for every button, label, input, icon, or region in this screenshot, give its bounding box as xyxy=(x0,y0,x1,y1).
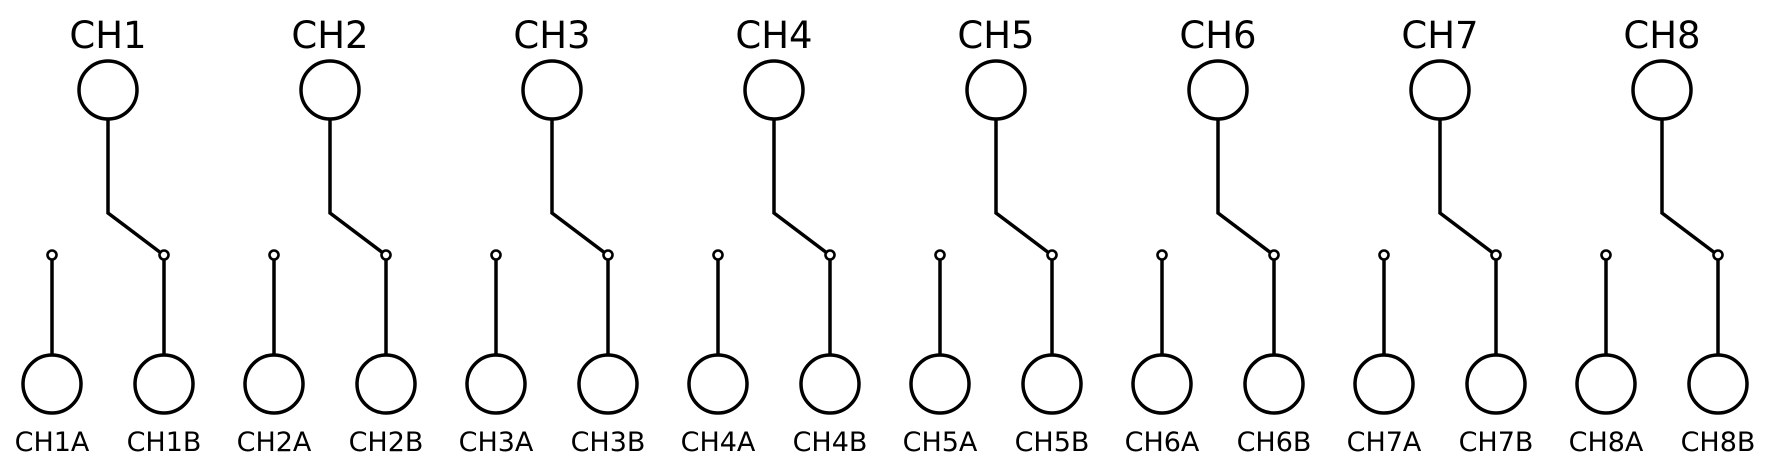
channel-3-a-terminal xyxy=(465,353,527,415)
channel-7-b-label: CH7B xyxy=(1459,427,1534,458)
channel-3-b-terminal xyxy=(577,353,639,415)
channel-5-label: CH5 xyxy=(957,14,1034,57)
channel-1-label: CH1 xyxy=(69,14,146,57)
channel-8-common-terminal xyxy=(1631,59,1693,121)
channel-3-common-terminal xyxy=(521,59,583,121)
channel-6-b-contact xyxy=(1268,249,1280,261)
channel-4-a-contact xyxy=(712,249,724,261)
channel-5-a-terminal xyxy=(909,353,971,415)
channel-6-b-label: CH6B xyxy=(1237,427,1312,458)
channel-3-b-label: CH3B xyxy=(571,427,646,458)
channel-1-switch-arm xyxy=(106,119,163,255)
channel-1-a-terminal xyxy=(21,353,83,415)
channel-8-b-label: CH8B xyxy=(1681,427,1756,458)
channel-6-a-terminal xyxy=(1131,353,1193,415)
channel-5-a-label: CH5A xyxy=(903,427,978,458)
channel-6-common-terminal xyxy=(1187,59,1249,121)
channel-2-b-terminal xyxy=(355,353,417,415)
channel-2-switch-arm xyxy=(328,119,385,255)
channel-7-common-terminal xyxy=(1409,59,1471,121)
channel-3-label: CH3 xyxy=(513,14,590,57)
channel-3-a-label: CH3A xyxy=(459,427,534,458)
channel-5-switch-arm xyxy=(994,119,1051,255)
channel-1-b-terminal xyxy=(133,353,195,415)
channel-4-a-label: CH4A xyxy=(681,427,756,458)
channel-1-b-label: CH1B xyxy=(127,427,202,458)
channel-5-b-label: CH5B xyxy=(1015,427,1090,458)
channel-6-switch-arm xyxy=(1216,119,1273,255)
channel-5-a-contact xyxy=(934,249,946,261)
channel-4-common-terminal xyxy=(743,59,805,121)
channel-4-b-contact xyxy=(824,249,836,261)
channel-7-a-label: CH7A xyxy=(1347,427,1422,458)
channel-8-switch-arm xyxy=(1660,119,1717,255)
channel-1-a-contact xyxy=(46,249,58,261)
channel-2-common-terminal xyxy=(299,59,361,121)
channel-7-b-terminal xyxy=(1465,353,1527,415)
channel-4-label: CH4 xyxy=(735,14,812,57)
channel-8-b-contact xyxy=(1712,249,1724,261)
channel-8-label: CH8 xyxy=(1623,14,1700,57)
channel-8-a-contact xyxy=(1600,249,1612,261)
channel-5-b-terminal xyxy=(1021,353,1083,415)
channel-7-a-terminal xyxy=(1353,353,1415,415)
channel-1-common-terminal xyxy=(77,59,139,121)
channel-3-b-contact xyxy=(602,249,614,261)
channel-4-b-label: CH4B xyxy=(793,427,868,458)
channel-1-b-contact xyxy=(158,249,170,261)
channel-7-b-contact xyxy=(1490,249,1502,261)
channel-8-a-label: CH8A xyxy=(1569,427,1644,458)
channel-6-a-label: CH6A xyxy=(1125,427,1200,458)
channel-6-a-contact xyxy=(1156,249,1168,261)
channel-2-b-label: CH2B xyxy=(349,427,424,458)
channel-8-b-terminal xyxy=(1687,353,1749,415)
channel-5-common-terminal xyxy=(965,59,1027,121)
channel-6-label: CH6 xyxy=(1179,14,1256,57)
channel-3-switch-arm xyxy=(550,119,607,255)
channel-2-a-terminal xyxy=(243,353,305,415)
channel-8-a-terminal xyxy=(1575,353,1637,415)
channel-4-a-terminal xyxy=(687,353,749,415)
channel-3-a-contact xyxy=(490,249,502,261)
channel-1-a-label: CH1A xyxy=(15,427,90,458)
channel-2-b-contact xyxy=(380,249,392,261)
channel-6-b-terminal xyxy=(1243,353,1305,415)
channel-4-switch-arm xyxy=(772,119,829,255)
channel-7-switch-arm xyxy=(1438,119,1495,255)
channel-7-a-contact xyxy=(1378,249,1390,261)
channel-2-label: CH2 xyxy=(291,14,368,57)
channel-2-a-contact xyxy=(268,249,280,261)
channel-5-b-contact xyxy=(1046,249,1058,261)
channel-7-label: CH7 xyxy=(1401,14,1478,57)
channel-2-a-label: CH2A xyxy=(237,427,312,458)
channel-4-b-terminal xyxy=(799,353,861,415)
